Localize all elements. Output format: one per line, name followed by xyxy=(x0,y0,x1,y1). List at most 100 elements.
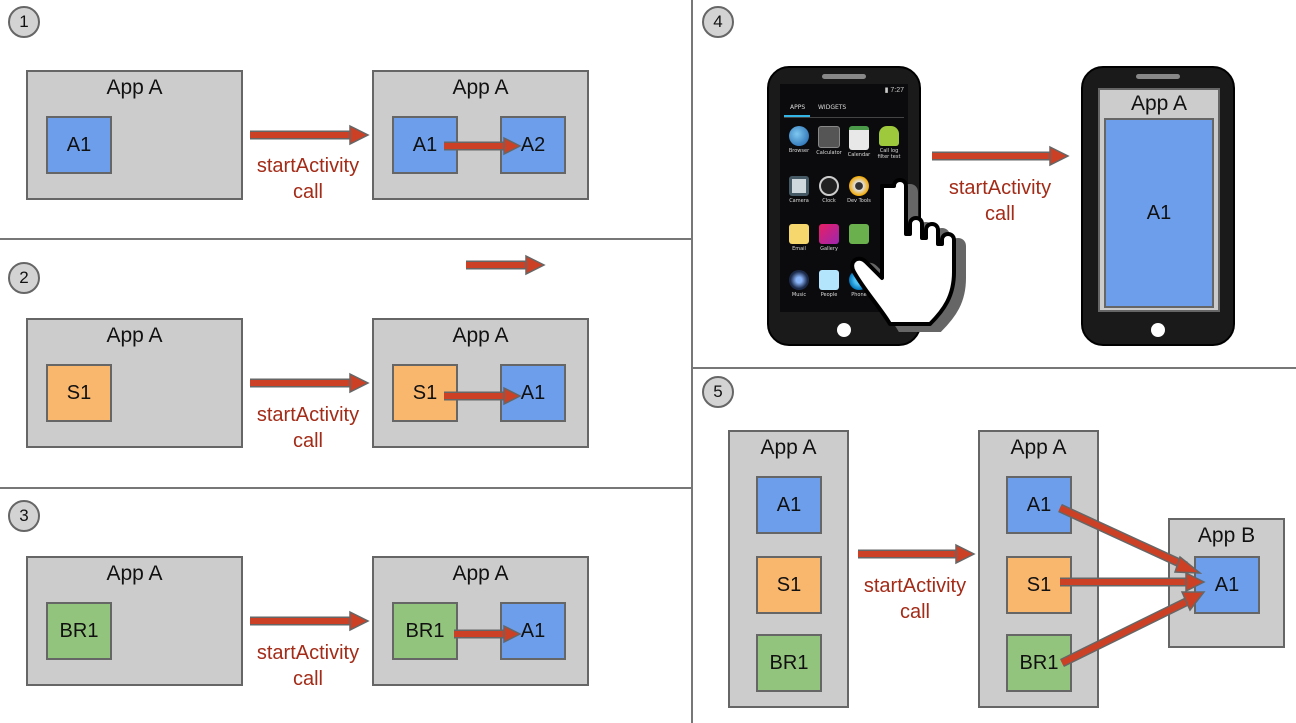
panel-3-number: 3 xyxy=(8,500,40,532)
app-browser[interactable]: Browser xyxy=(784,126,814,154)
panel-1-left-app: App A A1 xyxy=(26,70,243,200)
app-title: App A xyxy=(106,562,163,585)
app-label: Phone xyxy=(851,292,867,298)
label-line-2: call xyxy=(292,181,323,203)
start-activity-arrow xyxy=(858,543,976,565)
tab-apps[interactable]: APPS xyxy=(790,104,806,111)
app-label: Gallery xyxy=(820,246,838,252)
internal-arrow xyxy=(444,136,522,156)
arrow-br1-to-appb xyxy=(1060,591,1206,668)
app-title: App A xyxy=(106,324,163,347)
phone-speaker xyxy=(1136,74,1180,79)
app-people[interactable]: People xyxy=(814,270,844,298)
arrow-a1-to-appb xyxy=(1058,503,1203,574)
gear-icon xyxy=(849,176,869,196)
app-title: App B xyxy=(1197,524,1256,547)
tab-underline xyxy=(784,115,810,117)
divider-2-3 xyxy=(0,487,691,489)
people-icon xyxy=(819,270,839,290)
start-activity-arrow xyxy=(250,610,370,632)
start-activity-label: startActivity call xyxy=(850,573,980,625)
app-music[interactable]: Music xyxy=(784,270,814,298)
activity-a1: A1 xyxy=(756,476,822,534)
status-time: 7:27 xyxy=(890,87,904,94)
panel-3-left-app: App A BR1 xyxy=(26,556,243,686)
label-line-2: call xyxy=(292,430,323,452)
app-label: Clock xyxy=(822,198,836,204)
tab-divider xyxy=(784,117,904,118)
app-calculator[interactable]: Calculator xyxy=(814,126,844,156)
app-gallery[interactable]: Gallery xyxy=(814,224,844,252)
app-title: App A xyxy=(106,76,163,99)
right-phone: App A A1 xyxy=(1081,66,1235,346)
activity-a1: A1 xyxy=(46,116,112,174)
gallery-icon xyxy=(819,224,839,244)
camera-icon xyxy=(789,176,809,196)
label-line-1: startActivity xyxy=(256,155,360,177)
start-activity-label: startActivity call xyxy=(243,402,373,454)
music-icon xyxy=(789,270,809,290)
app-label: People xyxy=(820,292,838,298)
calendar-icon xyxy=(849,126,869,150)
label-line-2: call xyxy=(292,668,323,690)
app-title: App A xyxy=(1010,436,1067,459)
service-s1: S1 xyxy=(756,556,822,614)
app-label: Calendar xyxy=(847,152,871,158)
app-title: App A xyxy=(452,324,509,347)
status-bar: ▮ 7:27 xyxy=(884,87,904,94)
app-label: Music xyxy=(791,292,807,298)
panel-1-number: 1 xyxy=(8,6,40,38)
app-partial[interactable] xyxy=(844,224,874,244)
panel-5-left-app: App A A1 S1 BR1 xyxy=(728,430,849,708)
panel-1-right-app: App A A1 A2 xyxy=(372,70,589,200)
panel-2-number: 2 xyxy=(8,262,40,294)
panel-2-right-app: App A S1 A1 xyxy=(372,318,589,448)
tab-widgets[interactable]: WIDGETS xyxy=(818,104,847,111)
app-calendar[interactable]: Calendar xyxy=(844,126,874,158)
home-button[interactable] xyxy=(837,323,851,337)
app-email[interactable]: Email xyxy=(784,224,814,252)
divider-4-5 xyxy=(693,367,1296,369)
app-label: Browser xyxy=(788,148,810,154)
app-camera[interactable]: Camera xyxy=(784,176,814,204)
phone-speaker xyxy=(822,74,866,79)
start-activity-arrow xyxy=(250,124,370,146)
app-clock[interactable]: Clock xyxy=(814,176,844,204)
stray-arrow xyxy=(466,254,546,276)
receiver-br1: BR1 xyxy=(46,602,112,660)
start-activity-label: startActivity call xyxy=(243,640,373,692)
app-call-log-filter[interactable]: Call log filter test xyxy=(874,126,904,160)
activity-a1: A1 xyxy=(1104,118,1214,308)
android-icon xyxy=(879,126,899,146)
receiver-br1: BR1 xyxy=(392,602,458,660)
app-title: App A xyxy=(452,562,509,585)
start-activity-arrow xyxy=(250,372,370,394)
internal-arrow xyxy=(444,386,522,406)
app-a-screen: App A A1 xyxy=(1098,88,1220,312)
activity-a1: A1 xyxy=(1006,476,1072,534)
app-label: Dev Tools xyxy=(847,198,871,204)
launcher-screen: ▮ 7:27 APPS WIDGETS Browser Calculator C… xyxy=(780,84,908,312)
panel-3-right-app: App A BR1 A1 xyxy=(372,556,589,686)
email-icon xyxy=(789,224,809,244)
start-activity-label: startActivity call xyxy=(935,175,1065,227)
divider-1-2 xyxy=(0,238,691,240)
globe-icon xyxy=(789,126,809,146)
app-label: Email xyxy=(792,246,806,252)
app-title: App A xyxy=(760,436,817,459)
calculator-icon xyxy=(818,126,840,148)
app-dev-tools[interactable]: Dev Tools xyxy=(844,176,874,204)
activity-a1: A1 xyxy=(500,364,566,422)
panel-2-left-app: App A S1 xyxy=(26,318,243,448)
app-icon xyxy=(849,224,869,244)
label-line-1: startActivity xyxy=(256,642,360,664)
home-button[interactable] xyxy=(1151,323,1165,337)
receiver-br1: BR1 xyxy=(756,634,822,692)
app-title: App A xyxy=(452,76,509,99)
label-line-1: startActivity xyxy=(256,404,360,426)
clock-icon xyxy=(819,176,839,196)
label-line-2: call xyxy=(899,601,930,623)
internal-arrow xyxy=(454,624,522,644)
vertical-divider xyxy=(691,0,693,723)
